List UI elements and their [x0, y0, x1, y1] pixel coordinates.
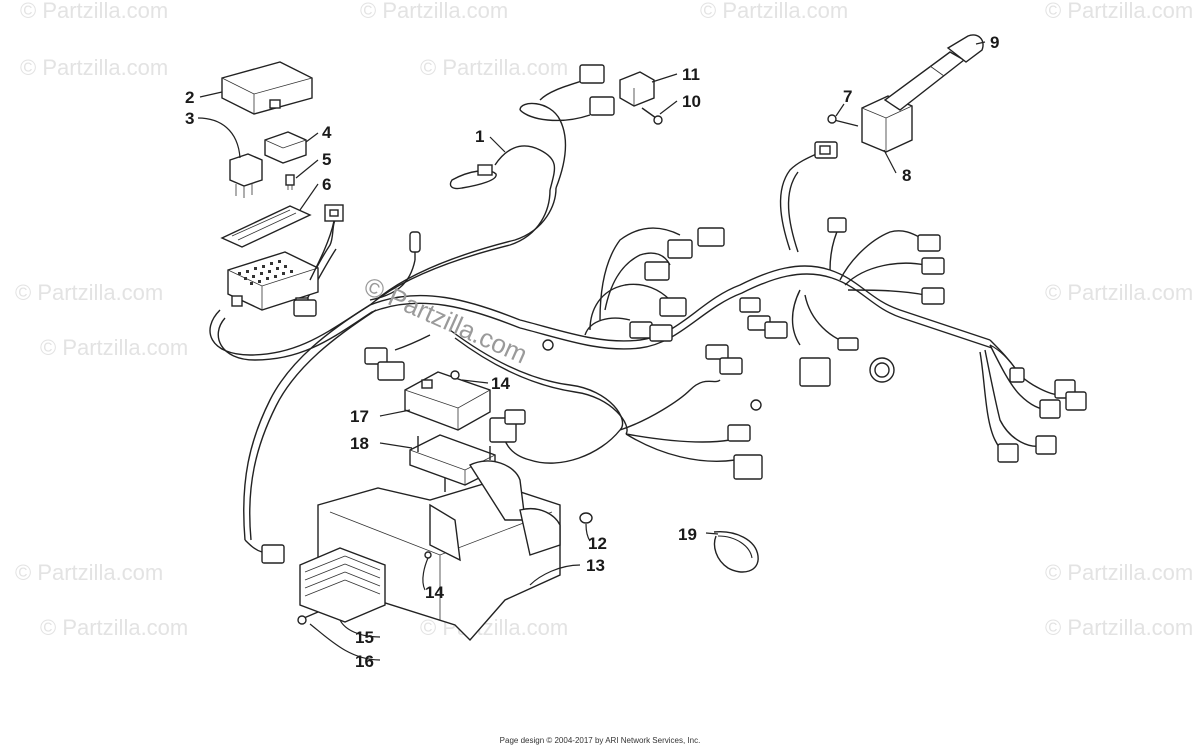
- regulator-15: [299, 547, 386, 623]
- sensor-connectors-right: [739, 217, 1087, 463]
- clamp-19: [713, 531, 759, 573]
- harness-trunk: [209, 79, 1061, 553]
- callout-1: 1: [475, 127, 484, 146]
- watermark-mid-1: © Partzilla.com: [15, 280, 164, 305]
- watermark-bot-2: © Partzilla.com: [1045, 560, 1194, 585]
- watermark-top-3: © Partzilla.com: [700, 0, 849, 23]
- callout-2: 2: [185, 88, 194, 107]
- callout-16: 16: [355, 652, 374, 671]
- callout-5: 5: [322, 150, 331, 169]
- callout-17: 17: [350, 407, 369, 426]
- watermark-bot-5: © Partzilla.com: [1045, 615, 1194, 640]
- callout-7: 7: [843, 87, 852, 106]
- ecu-17: [404, 370, 491, 431]
- callout-14b: 14: [425, 583, 444, 602]
- callout-6: 6: [322, 175, 331, 194]
- callout-19: 19: [678, 525, 697, 544]
- ignition-coil: [861, 34, 984, 153]
- watermark-mid-2: © Partzilla.com: [1045, 280, 1194, 305]
- callout-12: 12: [588, 534, 607, 553]
- callout-13: 13: [586, 556, 605, 575]
- watermark-bot-1: © Partzilla.com: [15, 560, 164, 585]
- fuse: [285, 174, 295, 190]
- watermark-top-1: © Partzilla.com: [20, 0, 169, 23]
- bracket-18: [409, 434, 496, 492]
- screw-10: [641, 107, 663, 125]
- sensor-11: [579, 64, 655, 116]
- watermark-mid-3: © Partzilla.com: [40, 335, 189, 360]
- ecu-connector: [489, 409, 526, 443]
- callout-11: 11: [682, 65, 700, 84]
- fuse-decal: [220, 205, 312, 248]
- callout-9: 9: [990, 33, 999, 52]
- callout-15: 15: [355, 628, 374, 647]
- sensor-connectors-left: [261, 299, 763, 564]
- sensor-connectors-mid: [409, 227, 725, 342]
- watermark-top-5: © Partzilla.com: [20, 55, 169, 80]
- harness-clip: [449, 164, 497, 190]
- watermark-top-2: © Partzilla.com: [360, 0, 509, 23]
- coil-connector: [814, 141, 838, 159]
- small-relay: [264, 131, 307, 164]
- watermark-top-6: © Partzilla.com: [420, 55, 569, 80]
- callout-4: 4: [322, 123, 332, 142]
- callout-14a: 14: [491, 374, 510, 393]
- bolt-7: [827, 114, 859, 127]
- callout-10: 10: [682, 92, 701, 111]
- leader-lines: [197, 41, 986, 661]
- watermark-bot-3: © Partzilla.com: [40, 615, 189, 640]
- callout-18: 18: [350, 434, 369, 453]
- watermark-top-4: © Partzilla.com: [1045, 0, 1194, 23]
- callout-3: 3: [185, 109, 194, 128]
- relay: [229, 153, 263, 198]
- fuse-box-cover: [221, 61, 313, 115]
- grommet-12: [579, 512, 593, 524]
- screw-16: [297, 611, 319, 625]
- fuse-block-connector: [309, 204, 344, 281]
- callout-8: 8: [902, 166, 911, 185]
- footer-copyright: Page design © 2004-2017 by ARI Network S…: [499, 736, 701, 745]
- callout-labels: 1 2 3 4 5 6 7 8 9 10 11 12 13 14 14 15 1…: [185, 33, 999, 671]
